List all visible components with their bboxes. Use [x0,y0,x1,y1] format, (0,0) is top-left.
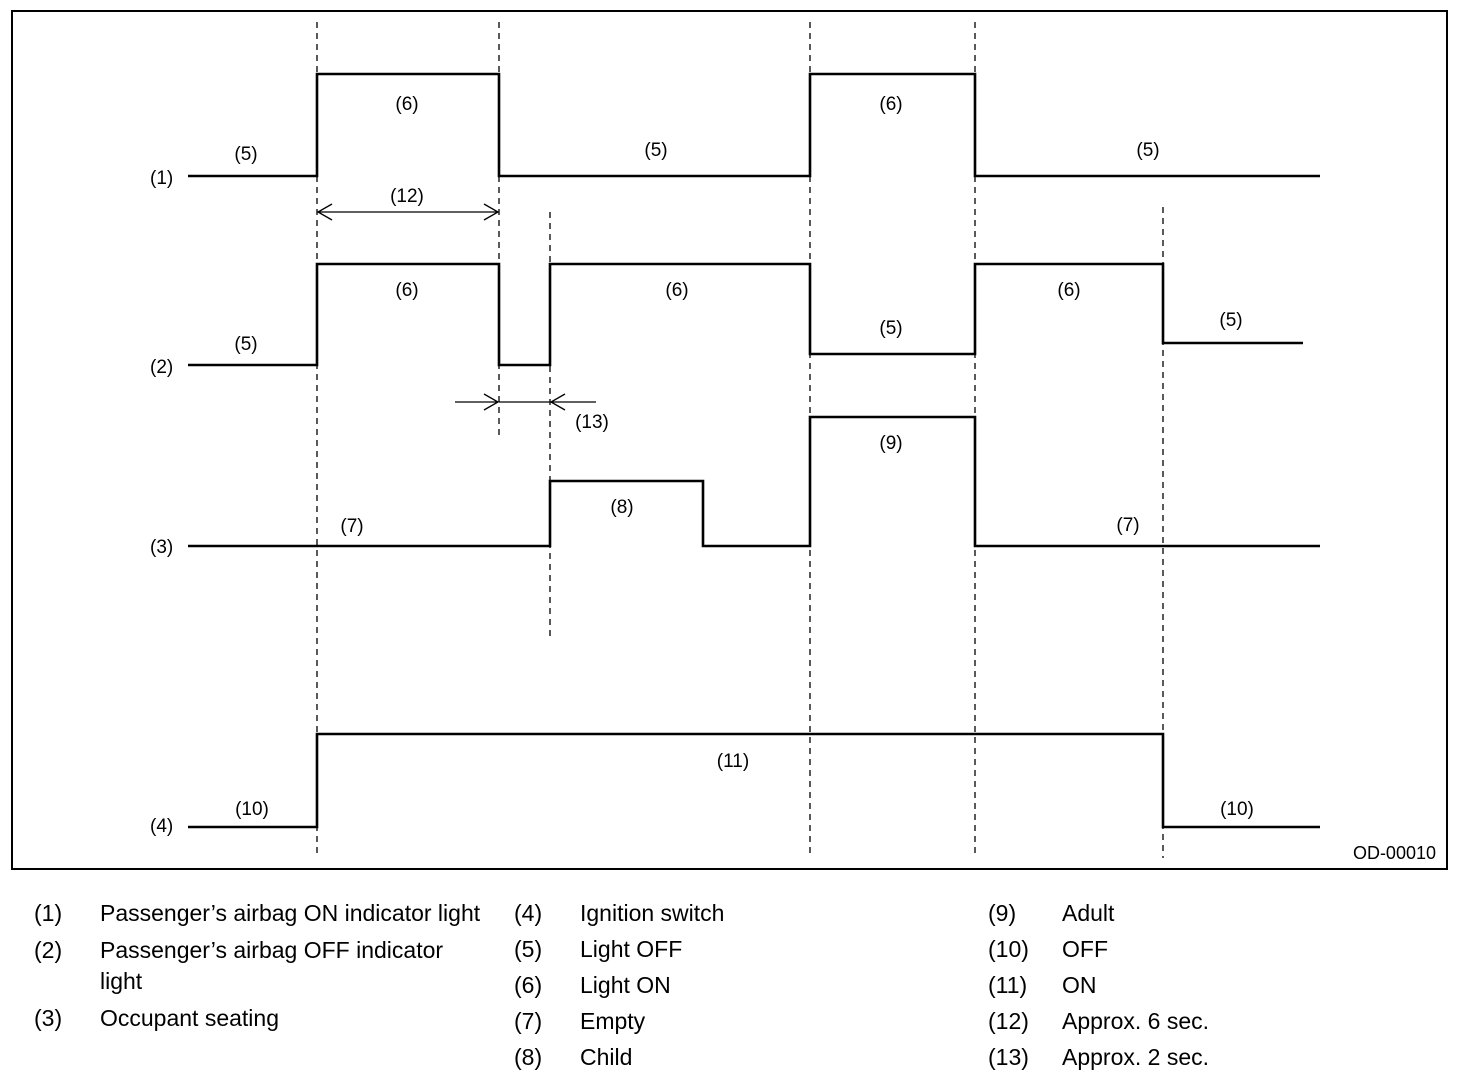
legend-text: Child [580,1044,633,1070]
segment-label: (5) [644,140,667,161]
legend-number: (5) [514,936,543,962]
legend-item: (8) Child [514,1042,844,1073]
legend-item: (6) Light ON [514,970,844,1001]
row-label-3: (3) [150,537,173,558]
legend-number: (12) [988,1008,1029,1034]
reference-lines [316,22,1164,858]
legend-text: Approx. 6 sec. [1062,1008,1210,1034]
figure-id: OD-00010 [1353,843,1436,863]
row-label-4: (4) [150,816,173,837]
segment-label: (7) [340,516,363,537]
diagram-frame [11,10,1448,870]
arrowhead-left [316,203,333,221]
segment-label: (6) [395,280,418,301]
legend-number: (6) [514,972,543,998]
waveforms [188,72,1320,829]
segment-label: (9) [879,433,902,454]
interval-label-6s: (12) [390,186,424,207]
waveform-airbag-off-light [188,262,1303,367]
legend-item: (10) OFF [988,934,1318,965]
segment-label: (5) [1136,140,1159,161]
legend-item: (3) Occupant seating [34,1003,484,1034]
segment-label: (5) [879,318,902,339]
segment-label: (10) [1220,799,1254,820]
timing-diagram: (1) (2) (3) (4) (5) (6) (5) (6) (5) (12)… [11,10,1448,870]
segment-label: (6) [395,94,418,115]
legend-item: (2) Passenger’s airbag OFF indicator lig… [34,935,484,997]
legend-text: Light OFF [580,936,683,962]
legend-text: Passenger’s airbag ON indicator light [100,900,481,926]
legend-number: (1) [34,900,63,926]
legend-text: Occupant seating [100,1005,280,1031]
legend-text: Empty [580,1008,646,1034]
legend-number: (2) [34,937,63,963]
row-label-1: (1) [150,168,173,189]
segment-label: (5) [234,334,257,355]
segment-label: (6) [665,280,688,301]
legend-number: (4) [514,900,543,926]
legend-column-1: (1) Passenger’s airbag ON indicator ligh… [34,898,484,1040]
legend-number: (8) [514,1044,543,1070]
segment-label: (10) [235,799,269,820]
legend-number: (9) [988,900,1017,926]
legend-number: (13) [988,1044,1029,1070]
legend-text: Passenger’s airbag OFF indicator light [100,937,444,994]
segment-label: (6) [1057,280,1080,301]
legend-text: OFF [1062,936,1108,962]
legend-number: (10) [988,936,1029,962]
arrowhead-left [549,393,566,411]
legend-item: (11) ON [988,970,1318,1001]
legend-number: (3) [34,1005,63,1031]
segment-labels: (5) (6) (5) (6) (5) (12) (5) (6) (6) (5)… [234,94,1254,820]
legend-column-3: (9) Adult (10) OFF (11) ON (12) Approx. … [988,898,1318,1078]
legend-text: Ignition switch [580,900,725,926]
waveform-ignition-switch [188,732,1320,829]
waveform-occupant-seating [188,415,1320,548]
segment-label: (6) [879,94,902,115]
legend-text: Approx. 2 sec. [1062,1044,1210,1070]
legend-text: ON [1062,972,1097,998]
legend-item: (1) Passenger’s airbag ON indicator ligh… [34,898,484,929]
waveform-airbag-on-light [188,72,1320,178]
interval-label-2s: (13) [575,412,609,433]
legend-number: (7) [514,1008,543,1034]
legend-number: (11) [988,972,1028,998]
segment-label: (11) [717,751,749,772]
legend-item: (13) Approx. 2 sec. [988,1042,1318,1073]
legend-item: (12) Approx. 6 sec. [988,1006,1318,1037]
legend-text: Light ON [580,972,671,998]
legend-item: (7) Empty [514,1006,844,1037]
arrowhead-right [483,203,500,221]
legend-text: Adult [1062,900,1115,926]
segment-label: (5) [234,144,257,165]
segment-label: (8) [610,497,633,518]
arrowhead-right [483,393,500,411]
legend-item: (9) Adult [988,898,1318,929]
legend-item: (5) Light OFF [514,934,844,965]
segment-label: (7) [1116,515,1139,536]
segment-label: (5) [1219,310,1242,331]
legend-item: (4) Ignition switch [514,898,844,929]
legend-column-2: (4) Ignition switch (5) Light OFF (6) Li… [514,898,844,1078]
row-label-2: (2) [150,357,173,378]
row-labels: (1) (2) (3) (4) [150,168,173,837]
interval-arrows [316,203,596,411]
